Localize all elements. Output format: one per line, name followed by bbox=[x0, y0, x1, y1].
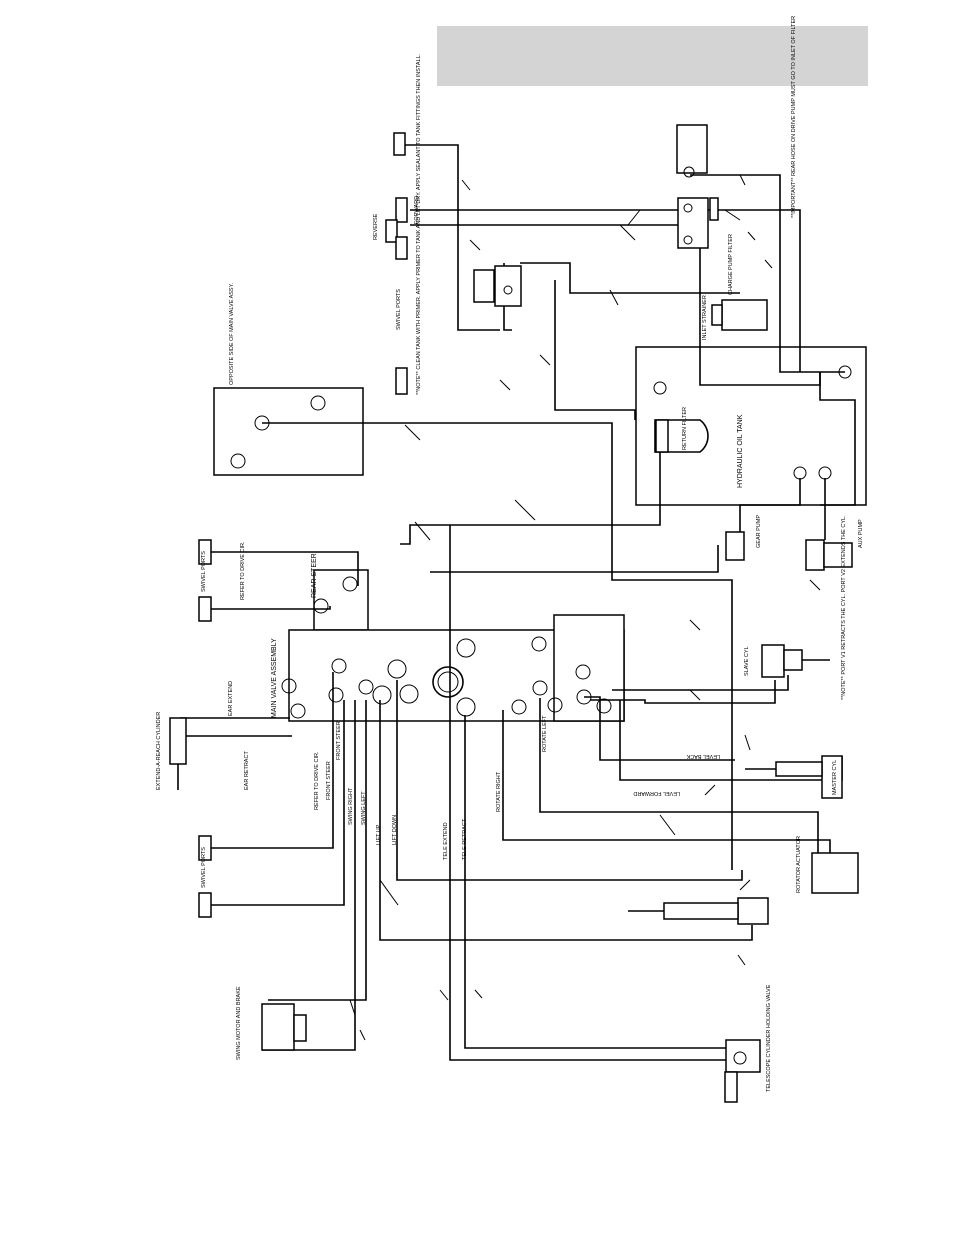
main-valve-label: MAIN VALVE ASSEMBLY bbox=[271, 638, 278, 718]
drive-pump-group: **IMPORTANT** REAR HOSE ON DRIVE PUMP MU… bbox=[473, 16, 797, 340]
return-filter-label: RETURN FILTER bbox=[682, 407, 688, 450]
drive-pump-filter-label: CHARGE PUMP FILTER bbox=[728, 234, 734, 295]
slave-note: **NOTE** PORT V1 RETRACTS THE CYL. PORT … bbox=[841, 515, 847, 700]
rotate-right-label: ROTATE RIGHT bbox=[496, 771, 502, 812]
telescope-holding-valve: TELESCOPE CYLINDER HOLDING VALVE bbox=[724, 984, 772, 1103]
master-cyl-label: MASTER CYL bbox=[832, 760, 838, 795]
rotator-actuator-label: ROTATOR ACTUATOR bbox=[796, 836, 802, 893]
lift-cylinder bbox=[628, 897, 769, 925]
clean-note: **NOTE** CLEAN TANK WITH PRIMER. APPLY P… bbox=[416, 53, 422, 395]
slave-cylinder: SLAVE CYL **NOTE** PORT V1 RETRACTS THE … bbox=[744, 515, 847, 700]
front-steer-1-label: FRONT STEER bbox=[326, 761, 332, 800]
header-box bbox=[437, 26, 868, 86]
opposite-valve-label: OPPOSITE SIDE OF MAIN VALVE ASSY. bbox=[229, 282, 235, 385]
front-steer-2-label: FRONT STEER bbox=[336, 721, 342, 760]
rotate-left-label: ROTATE LEFT bbox=[542, 715, 548, 752]
level-forward-label: LEVEL FORWARD bbox=[633, 790, 680, 796]
slave-cyl-label: SLAVE CYL bbox=[744, 646, 750, 676]
refer-drive-bottom-label: REFER TO DRIVE CIR. bbox=[314, 751, 320, 810]
swing-motor: SWING MOTOR AND BRAKE bbox=[236, 986, 307, 1060]
ear-extend-label: EAR EXTEND bbox=[228, 681, 234, 716]
swing-left-label: SWING LEFT bbox=[361, 791, 367, 825]
lift-up-label: LIFT UP bbox=[376, 824, 382, 845]
refer-drive-top-label: REFER TO DRIVE CIR. bbox=[240, 541, 246, 600]
hydraulic-lines bbox=[180, 144, 856, 1061]
telescope-holding-label: TELESCOPE CYLINDER HOLDING VALVE bbox=[766, 984, 772, 1092]
swivel-ports-mid-label: SWIVEL PORTS bbox=[396, 289, 402, 330]
swing-motor-label: SWING MOTOR AND BRAKE bbox=[236, 986, 242, 1060]
extend-reach-cylinder: EXTEND-A-REACH CYLINDER EAR EXTEND EAR R… bbox=[156, 681, 250, 790]
ear-retract-label: EAR RETRACT bbox=[244, 751, 250, 790]
swivel-ports-bottom-label: SWIVEL PORTS bbox=[201, 847, 207, 888]
extend-cyl-label: EXTEND-A-REACH CYLINDER bbox=[156, 712, 162, 790]
opposite-manifold: OPPOSITE SIDE OF MAIN VALVE ASSY. bbox=[213, 282, 364, 476]
master-cylinder: MASTER CYL LEVEL BACK LEVEL FORWARD bbox=[633, 753, 843, 799]
rotator-actuator: ROTATOR ACTUATOR bbox=[796, 836, 859, 894]
forward-label: FORWARD bbox=[414, 196, 420, 224]
lift-down-label: LIFT DOWN bbox=[392, 815, 398, 845]
inlet-strainer-label: INLET STRAINER bbox=[702, 295, 708, 340]
tele-retract-label: TELE RETRACT bbox=[462, 818, 468, 860]
function-labels: FRONT STEER FRONT STEER SWING RIGHT SWIN… bbox=[326, 715, 548, 860]
gear-and-aux-pump: GEAR PUMP AUX PUMP bbox=[725, 515, 864, 571]
important-note: **IMPORTANT** REAR HOSE ON DRIVE PUMP MU… bbox=[791, 16, 797, 218]
reverse-label: REVERSE bbox=[373, 213, 379, 240]
swivel-ports-top-label: SWIVEL PORTS bbox=[201, 551, 207, 592]
level-back-label: LEVEL BACK bbox=[686, 753, 720, 759]
tele-extend-label: TELE EXTEND bbox=[443, 822, 449, 860]
port-code-boxes: REVERSE FORWARD SWIVEL PORTS **NOTE** CL… bbox=[373, 53, 422, 395]
main-valve-assembly: MAIN VALVE ASSEMBLY REAR STEER bbox=[271, 553, 625, 722]
hydraulic-tank-label: HYDRAULIC OIL TANK bbox=[737, 414, 744, 488]
aux-pump-label: AUX PUMP bbox=[858, 519, 864, 548]
rear-steer-label: REAR STEER bbox=[311, 553, 318, 598]
callout-leaders bbox=[349, 174, 821, 1041]
swing-right-label: SWING RIGHT bbox=[348, 787, 354, 825]
swivel-ports: SWIVEL PORTS SWIVEL PORTS REFER TO DRIVE… bbox=[198, 539, 320, 918]
hydraulic-oil-tank: HYDRAULIC OIL TANK RETURN FILTER bbox=[635, 346, 867, 506]
gear-pump-label: GEAR PUMP bbox=[756, 515, 762, 548]
